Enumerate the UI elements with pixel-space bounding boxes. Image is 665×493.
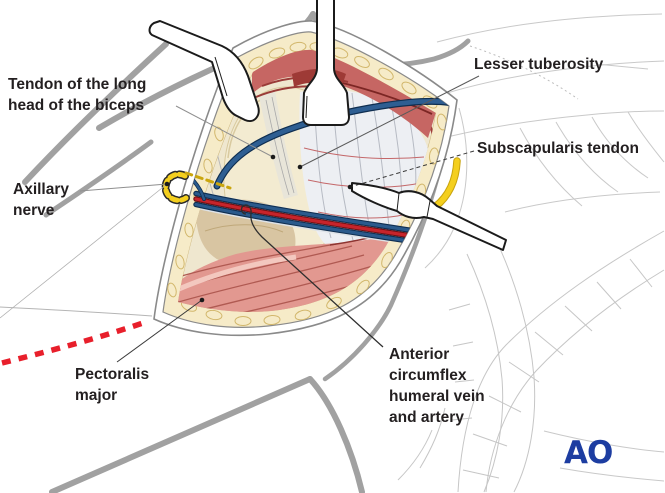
label-axillary-nerve: Axillary nerve	[13, 181, 70, 219]
ao-logo: AO	[564, 435, 612, 471]
leader-dots	[164, 154, 353, 303]
axillary-nerve-loop	[161, 170, 232, 205]
axilla-hatched-bands	[397, 230, 665, 493]
circumflex-artery	[194, 197, 427, 240]
label-subscapularis: Subscapularis tendon	[477, 140, 639, 157]
retractor-top-center	[302, 0, 350, 126]
label-biceps-tendon: Tendon of the long head of the biceps	[8, 76, 147, 114]
retractors	[148, 0, 507, 251]
retractor-right	[351, 182, 507, 251]
deltoid	[252, 49, 436, 138]
biceps-tendon-fibers	[265, 96, 295, 196]
vessels	[191, 97, 449, 247]
cephalic-vein	[214, 99, 449, 189]
label-circumflex-vessels: Anterior circumflex humeral vein and art…	[389, 346, 485, 426]
pectoralis-highlight	[178, 254, 297, 295]
circumflex-vein-1	[194, 191, 427, 235]
circumflex-vein-2	[194, 202, 427, 246]
retractor-top-left	[148, 20, 260, 122]
circumflex-leader-hook	[240, 204, 384, 348]
deep-tan-line	[204, 224, 284, 233]
label-lesser-tuberosity: Lesser tuberosity	[474, 56, 604, 73]
incision-dashed-line	[1, 318, 150, 366]
label-pectoralis-major: Pectoralis major	[75, 366, 150, 404]
leader-lines	[0, 75, 480, 363]
